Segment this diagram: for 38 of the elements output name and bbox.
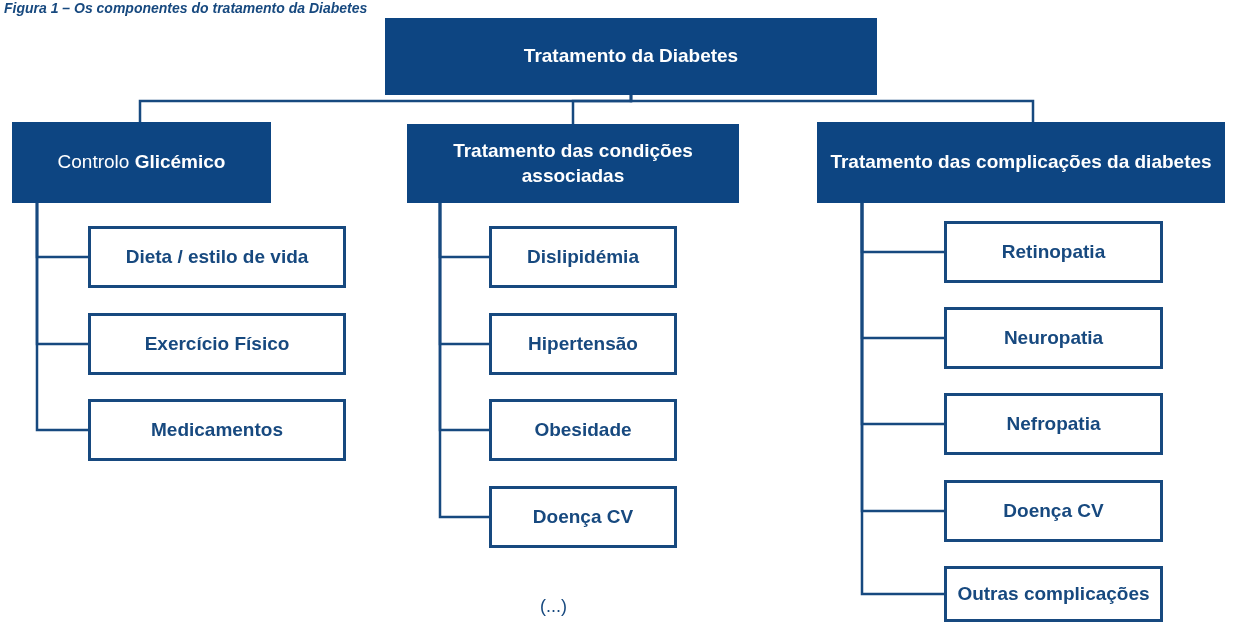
item-box — [88, 313, 346, 375]
item-box — [944, 307, 1163, 369]
connector-line — [438, 203, 489, 519]
box-label: Hipertensão — [528, 332, 638, 356]
connector-line — [629, 95, 1035, 122]
box-label: Tratamento das condições associadas — [452, 138, 694, 188]
item-box — [489, 226, 677, 288]
box-label: Neuropatia — [1003, 326, 1104, 350]
box-label: Medicamentos — [151, 418, 283, 442]
item-box — [489, 486, 677, 548]
item-box — [88, 226, 346, 288]
item-box — [88, 399, 346, 461]
category-box — [817, 122, 1225, 203]
box-label: Exercício Físico — [144, 332, 290, 356]
category-box — [12, 122, 271, 203]
box-label: Dieta / estilo de vida — [125, 245, 309, 269]
box-label: Doença CV — [1003, 499, 1104, 523]
connector-line — [35, 203, 88, 432]
box-label: Obesidade — [534, 418, 632, 442]
item-box — [944, 221, 1163, 283]
box-label: Controlo Glicémico — [57, 150, 226, 175]
box-label: Tratamento das complicações da diabetes — [830, 150, 1212, 175]
figure-title: Figura 1 – Os componentes do tratamento da Diabetes — [4, 0, 368, 16]
box-label: Retinopatia — [1001, 240, 1106, 264]
item-box — [489, 399, 677, 461]
item-box — [489, 313, 677, 375]
box-label: Tratamento da Diabetes — [523, 44, 739, 69]
ellipsis-note: (...) — [540, 596, 567, 617]
box-label: Dislipidémia — [527, 245, 639, 269]
item-box — [944, 480, 1163, 542]
connector-line — [860, 203, 944, 596]
box-label: Outras complicações — [957, 582, 1150, 606]
item-box — [944, 393, 1163, 455]
box-label: Doença CV — [532, 505, 634, 529]
category-box — [407, 124, 739, 203]
root-box — [385, 18, 877, 95]
item-box — [944, 566, 1163, 622]
box-label: Nefropatia — [1006, 412, 1101, 436]
